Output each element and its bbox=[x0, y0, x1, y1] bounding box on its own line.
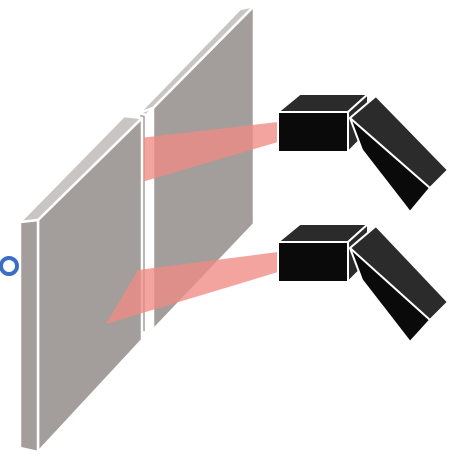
lower-sensor bbox=[277, 223, 449, 343]
upper-sensor-front bbox=[277, 111, 349, 153]
upper-beam bbox=[108, 122, 278, 192]
lower-sensor-arm-top bbox=[349, 225, 449, 321]
front-panel bbox=[18, 114, 144, 454]
upper-sensor-arm-top bbox=[349, 95, 449, 189]
lower-beam bbox=[106, 252, 278, 324]
front-panel-top bbox=[18, 114, 144, 224]
back-panel-top bbox=[137, 4, 256, 115]
lower-sensor-front bbox=[277, 241, 349, 283]
front-panel-side bbox=[18, 218, 40, 454]
upper-sensor bbox=[277, 93, 449, 213]
ring-marker-icon bbox=[0, 256, 19, 276]
